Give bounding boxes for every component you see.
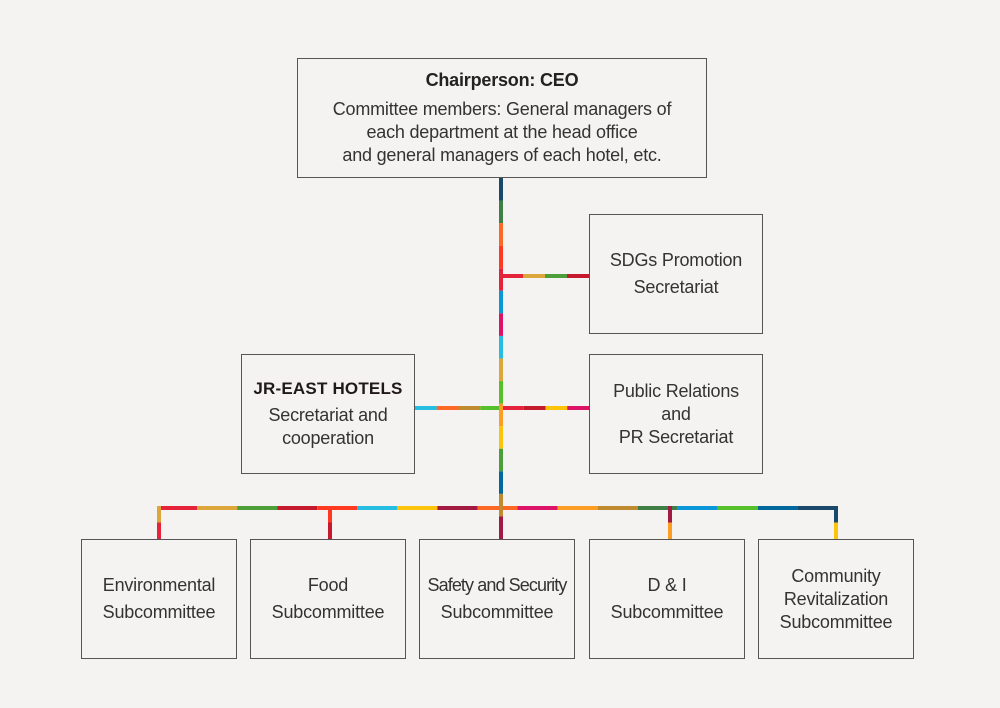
box-label-line: Environmental: [102, 575, 216, 595]
box-label-line: Subcommittee: [440, 602, 554, 622]
box-label-line: Secretariat: [633, 277, 719, 297]
committee-members-line: each department at the head office: [366, 122, 638, 142]
box-label-line: SDGs Promotion: [609, 250, 743, 270]
jr-east-hotels-box: JR-EAST HOTELS Secretariat and cooperati…: [241, 354, 415, 474]
box-label-line: D & I: [647, 575, 687, 595]
box-label-line: Revitalization: [783, 588, 889, 609]
box-label-line: Subcommittee: [102, 602, 216, 622]
box-label-line: cooperation: [282, 428, 374, 448]
box-label-line: Community: [791, 565, 881, 586]
box-label-line: Safety and Security: [427, 575, 568, 595]
community-revitalization-subcommittee-box: Community Revitalization Subcommittee: [758, 539, 914, 659]
public-relations-box: Public Relations and PR Secretariat: [589, 354, 763, 474]
environmental-subcommittee-box: Environmental Subcommittee: [81, 539, 237, 659]
box-label-line: and: [661, 403, 691, 424]
chairperson-title: Chairperson: CEO: [425, 70, 579, 90]
box-label-line: Food: [307, 575, 349, 595]
box-label-line: Public Relations: [613, 380, 739, 401]
food-subcommittee-box: Food Subcommittee: [250, 539, 406, 659]
chairperson-box: Chairperson: CEO Committee members: Gene…: [297, 58, 707, 178]
box-label-line: PR Secretariat: [618, 426, 734, 447]
sdgs-promotion-secretariat-box: SDGs Promotion Secretariat: [589, 214, 763, 334]
box-label-line: Secretariat and: [268, 405, 388, 425]
box-label-line: Subcommittee: [271, 602, 385, 622]
box-label-line: Subcommittee: [779, 611, 893, 632]
committee-members-line: and general managers of each hotel, etc.: [342, 145, 662, 165]
safety-and-security-subcommittee-box: Safety and Security Subcommittee: [419, 539, 575, 659]
committee-members-line: Committee members: General managers of: [332, 99, 672, 119]
jr-east-hotels-logo: JR-EAST HOTELS: [253, 379, 403, 398]
box-label-line: Subcommittee: [610, 602, 724, 622]
d-and-i-subcommittee-box: D & I Subcommittee: [589, 539, 745, 659]
